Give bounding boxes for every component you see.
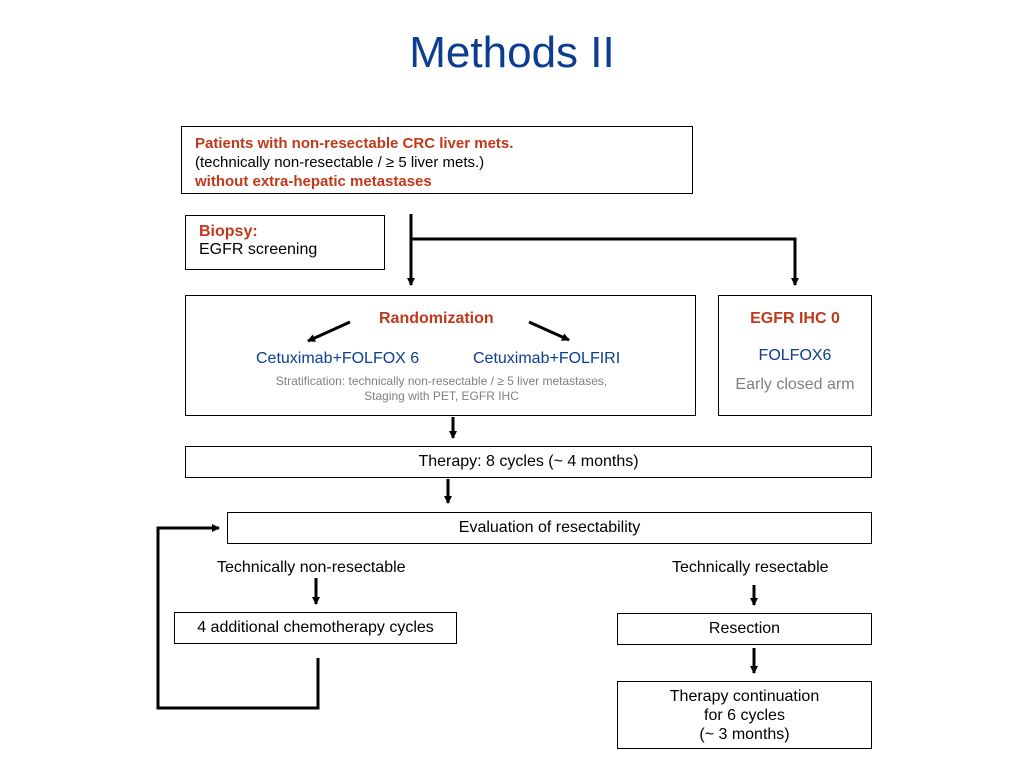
egfr-heading: EGFR IHC 0	[750, 310, 840, 327]
biopsy-box: Biopsy: EGFR screening	[185, 215, 385, 270]
stratification-line-2: Staging with PET, EGFR IHC	[364, 389, 519, 403]
continuation-line-3: (~ 3 months)	[699, 726, 790, 743]
slide-title: Methods II	[409, 28, 615, 77]
patients-line-1: Patients with non-resectable CRC liver m…	[195, 135, 514, 152]
randomization-box: Randomization Cetuximab+FOLFOX 6 Cetuxim…	[185, 295, 696, 416]
stratification-line-1: Stratification: technically non-resectab…	[275, 374, 608, 388]
patients-line-3: without extra-hepatic metastases	[195, 173, 432, 190]
arm-cetuximab-folfiri: Cetuximab+FOLFIRI	[473, 350, 621, 367]
patients-box: Patients with non-resectable CRC liver m…	[181, 126, 693, 194]
arrow-to-folfox6	[307, 320, 351, 343]
arrow-loop-back	[156, 524, 320, 710]
continuation-box: Therapy continuation for 6 cycles (~ 3 m…	[617, 681, 872, 749]
continuation-line-1: Therapy continuation	[669, 688, 820, 705]
patients-line-2: (technically non-resectable / ≥ 5 liver …	[195, 154, 485, 171]
arrow-to-folfiri	[528, 320, 570, 342]
biopsy-heading: Biopsy:	[199, 223, 258, 240]
continuation-line-2: for 6 cycles	[704, 707, 785, 724]
non-resectable-label: Technically non-resectable	[217, 559, 406, 576]
resectable-label: Technically resectable	[672, 559, 829, 576]
arm-cetuximab-folfox6: Cetuximab+FOLFOX 6	[256, 350, 420, 367]
additional-cycles-box: 4 additional chemotherapy cycles	[174, 612, 457, 644]
egfr-box: EGFR IHC 0 FOLFOX6 Early closed arm	[718, 295, 872, 416]
stratification-note: Stratification: technically non-resectab…	[186, 374, 697, 404]
therapy-box: Therapy: 8 cycles (~ 4 months)	[185, 446, 872, 478]
additional-cycles-text: 4 additional chemotherapy cycles	[197, 619, 434, 636]
evaluation-box: Evaluation of resectability	[227, 512, 872, 544]
resection-box: Resection	[617, 613, 872, 645]
egfr-regimen: FOLFOX6	[758, 347, 832, 364]
biopsy-text: EGFR screening	[199, 241, 318, 258]
evaluation-text: Evaluation of resectability	[458, 519, 641, 536]
egfr-status: Early closed arm	[735, 376, 855, 393]
therapy-text: Therapy: 8 cycles (~ 4 months)	[418, 453, 639, 470]
resection-text: Resection	[708, 620, 781, 637]
randomization-heading: Randomization	[379, 310, 494, 327]
arrow-to-egfr-arm	[411, 237, 799, 286]
